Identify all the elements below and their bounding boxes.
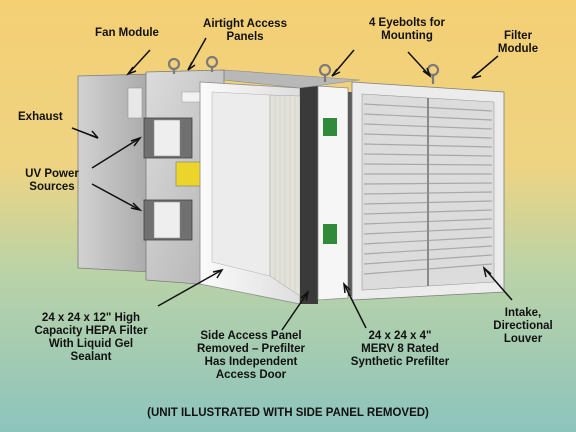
leader-arrows — [71, 37, 513, 331]
prefilter-green-label-bottom — [323, 224, 337, 244]
eyebolt-icons — [167, 55, 440, 84]
label-uv-power-sources: UV Power Sources — [25, 168, 79, 193]
merv-prefilter — [317, 85, 349, 301]
prefilter-green-label-top — [323, 118, 337, 136]
caption: (UNIT ILLUSTRATED WITH SIDE PANEL REMOVE… — [147, 407, 429, 419]
hepa-pleats — [274, 96, 296, 293]
housing-interior — [300, 86, 318, 304]
uv-power-source-top — [143, 117, 193, 159]
panel-sticker — [127, 87, 143, 119]
label-intake-louver: Intake, Directional Louver — [493, 307, 553, 345]
label-filter-module: Filter Module — [497, 30, 539, 55]
info-label — [181, 91, 203, 103]
label-exhaust: Exhaust — [18, 111, 63, 123]
uv-power-source-bottom — [143, 199, 193, 241]
hepa-filter-inner — [211, 91, 271, 277]
label-hepa-filter: 24 x 24 x 12" High Capacity HEPA Filter … — [34, 312, 148, 363]
label-fan-module: Fan Module — [95, 27, 159, 39]
label-merv-prefilter: 24 x 24 x 4" MERV 8 Rated Synthetic Pref… — [350, 330, 450, 368]
label-airtight-access-panels: Airtight Access Panels — [203, 18, 287, 43]
warning-label — [175, 161, 203, 187]
label-eyebolts: 4 Eyebolts for Mounting — [368, 17, 446, 42]
label-side-access-panel: Side Access Panel Removed – Prefilter Ha… — [196, 330, 305, 381]
